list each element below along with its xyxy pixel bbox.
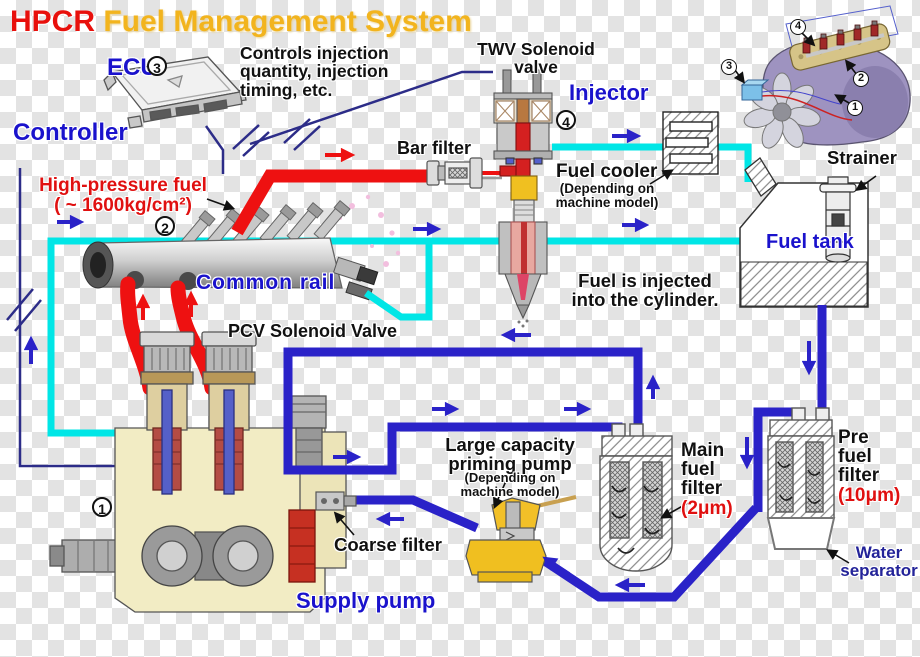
bar-filter-illustration (426, 157, 483, 189)
label-injector: Injector (569, 80, 649, 105)
ecu-illustration (103, 56, 247, 129)
callout-4-injector: 4 (556, 110, 576, 130)
label-pcv-solenoid-valve: PCV Solenoid Valve (228, 321, 398, 341)
label-priming-pump-note: (Depending on machine model) (460, 470, 560, 499)
label-water-separator: Water separator (840, 543, 918, 580)
engine-illustration (740, 5, 911, 149)
flow-arrows-blue (23, 128, 817, 593)
common-rail-illustration (82, 194, 401, 301)
label-common-rail: Common rail (196, 271, 336, 294)
supply-pump-illustration (49, 331, 347, 613)
label-main-filter-spec: (2μm) (681, 498, 733, 519)
main-filter-illustration (599, 423, 673, 572)
pre-filter-illustration (766, 407, 836, 550)
callout-1-engine: 1 (847, 100, 863, 116)
label-fuel-cooler: Fuel cooler (556, 161, 658, 182)
coarse-filter-illustration (315, 491, 357, 511)
fuel-cooler-illustration (662, 111, 719, 175)
label-strainer: Strainer (827, 147, 897, 168)
label-fuel-tank: Fuel tank (766, 231, 854, 253)
title-rest: Fuel Management System (95, 5, 472, 38)
callout-1-pump: 1 (92, 497, 112, 517)
label-supply-pump: Supply pump (296, 588, 436, 613)
callout-3-engine: 3 (721, 59, 737, 75)
flow-arrows-red (135, 147, 356, 320)
priming-pump-illustration (465, 495, 577, 583)
label-controller: Controller (13, 119, 128, 146)
label-ecu-note: Controls injection quantity, injection t… (240, 43, 389, 100)
label-pre-filter: Pre fuel filter (838, 427, 880, 486)
page-title: HPCR Fuel Management System (10, 5, 472, 39)
callout-3-ecu: 3 (147, 56, 167, 76)
callout-2-engine: 2 (853, 71, 869, 87)
label-main-filter: Main fuel filter (681, 440, 725, 499)
label-injected-note: Fuel is injected into the cylinder. (571, 270, 719, 311)
label-priming-pump: Large capacity priming pump (445, 434, 575, 475)
rail-return-line (364, 238, 433, 321)
callout-4-engine: 4 (790, 19, 806, 35)
label-coarse-filter: Coarse filter (334, 534, 442, 555)
label-twv-solenoid-valve: TWV Solenoid valve (477, 39, 595, 78)
label-pre-filter-spec: (10μm) (838, 485, 901, 506)
label-high-pressure-fuel: High-pressure fuel ( ~ 1600kg/cm²) (39, 175, 207, 216)
label-bar-filter: Bar filter (397, 138, 472, 158)
fuel-tank-illustration (739, 157, 869, 308)
injector-illustration (493, 69, 553, 328)
callout-2-rail: 2 (155, 216, 175, 236)
ecu-signal-wires (6, 70, 493, 468)
label-fuel-cooler-note: (Depending on machine model) (555, 181, 659, 211)
title-prefix: HPCR (10, 5, 96, 38)
